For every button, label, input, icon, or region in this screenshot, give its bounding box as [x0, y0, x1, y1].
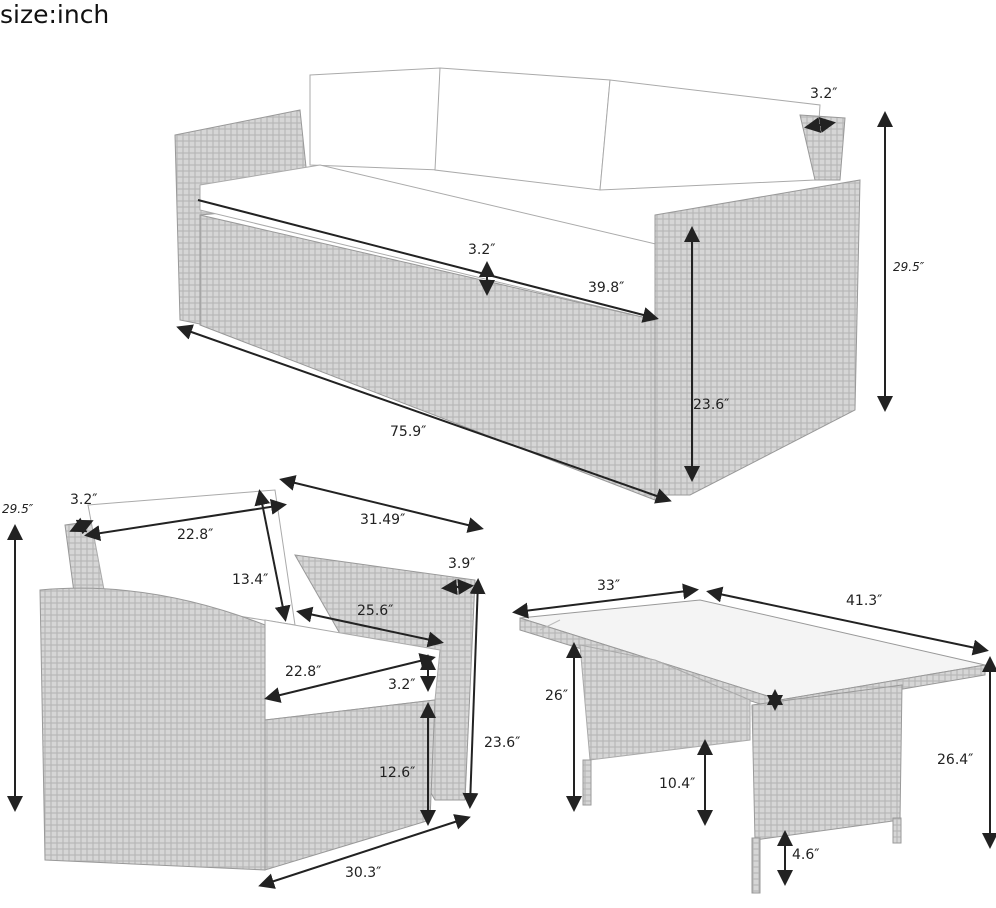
armchair-back-cushion-width-label: 22.8″	[177, 527, 214, 543]
armchair-back-cushion-depth-label: 3.2″	[70, 492, 98, 508]
sofa-back-cushion-depth-label: 3.2″	[810, 86, 838, 102]
armchair-seat-cushion-thickness-label: 3.2″	[388, 677, 416, 693]
table-leg-opening-height-label: 10.4″	[659, 776, 696, 792]
sofa-drawing	[174, 67, 861, 501]
armchair-seat-height-label: 12.6″	[379, 765, 416, 781]
armchair-arm-height-label: 23.6″	[484, 735, 521, 751]
size-unit-title: size:inch	[0, 0, 110, 29]
armchair-overall-height-label: 29.5″	[2, 502, 34, 516]
table-drawing	[519, 599, 986, 894]
sofa-seat-cushion-thickness-label: 3.2″	[468, 242, 496, 258]
armchair-overall-width-label: 30.3″	[345, 865, 382, 881]
table-under-height-label: 26″	[545, 688, 569, 704]
armchair-seat-width-label: 22.8″	[285, 664, 322, 680]
sofa-arm-height-label: 23.6″	[693, 397, 730, 413]
table-length-label: 41.3″	[846, 593, 883, 609]
table-width-label: 33″	[597, 578, 621, 594]
armchair-seat-depth-label: 25.6″	[357, 603, 394, 619]
armchair-back-cushion-height-label: 13.4″	[232, 572, 269, 588]
sofa-overall-width-label: 75.9″	[390, 424, 427, 440]
table-overall-height-label: 26.4″	[937, 752, 974, 768]
armchair-overall-depth-label: 31.49″	[360, 512, 406, 528]
sofa-overall-height-label: 29.5″	[893, 260, 925, 274]
sofa-seat-depth-label: 39.8″	[588, 280, 625, 296]
armchair-arm-width-label: 3.9″	[448, 556, 476, 572]
table-leg-clearance-label: 4.6″	[792, 847, 820, 863]
